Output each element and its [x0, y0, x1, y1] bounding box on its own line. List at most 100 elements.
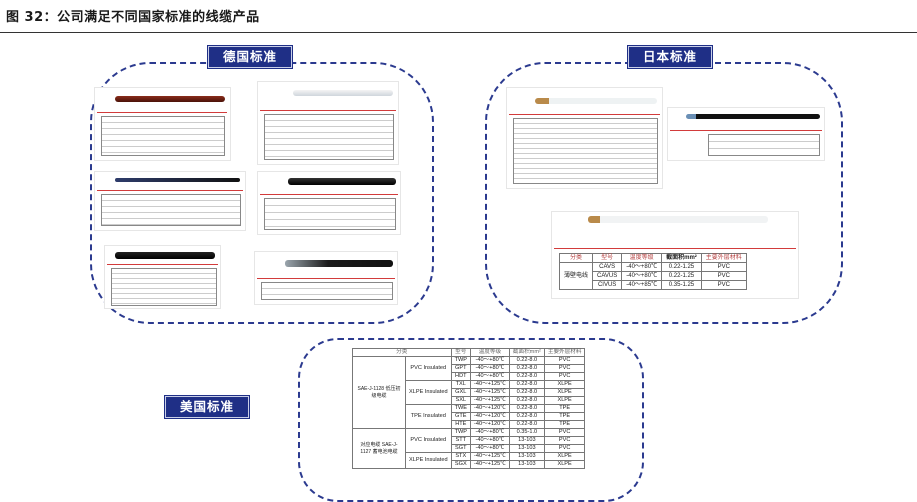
- temp-cell: -40～+125℃: [470, 388, 510, 397]
- spec-table-thumbnail: [101, 194, 241, 226]
- cable-image: [686, 114, 820, 119]
- model-cell: STT: [450, 436, 472, 445]
- spec-table-thumbnail: [111, 268, 217, 306]
- divider-line: [97, 190, 243, 191]
- de-product-card-3: [95, 172, 245, 230]
- temp-cell: -40～+120℃: [470, 420, 510, 429]
- japan-thin-wall-table: 分类 型号 温度等级 截面积mm² 主要外层材料 薄壁电线 CAVS -40～+…: [558, 253, 747, 290]
- header-material: 主要外层材料: [543, 348, 586, 357]
- model-cell: GXL: [450, 388, 472, 397]
- material-cell: PVC: [543, 372, 586, 381]
- spec-table-thumbnail: [264, 198, 396, 230]
- category-cell: 薄壁电线: [558, 262, 594, 290]
- header-category: 分类: [352, 348, 452, 357]
- material-cell: XLPE: [543, 460, 586, 469]
- section-cell: 13-103: [508, 436, 545, 445]
- jp-product-card-2: [668, 108, 824, 160]
- divider-line: [509, 114, 660, 115]
- section-cell: 0.22-8.0: [508, 404, 545, 413]
- title-divider: [0, 32, 917, 33]
- section-cell: 0.22-8.0: [508, 388, 545, 397]
- material-cell: PVC: [543, 364, 586, 373]
- temp-cell: -40～+120℃: [470, 404, 510, 413]
- temp-cell: -40～+120℃: [470, 412, 510, 421]
- figure-title: 图 32：公司满足不同国家标准的线缆产品: [6, 10, 260, 25]
- cable-image: [115, 252, 215, 259]
- section-cell: 0.22-8.0: [508, 380, 545, 389]
- model-cell: HTE: [450, 420, 472, 429]
- section-cell: 0.22-8.0: [508, 420, 545, 429]
- section-cell: 0.35-1.0: [508, 428, 545, 437]
- sae-1128-category: SAE-J-1128 低压初级电缆: [352, 356, 406, 429]
- de-product-card-6: [255, 252, 397, 304]
- divider-line: [260, 194, 398, 195]
- material-cell: XLPE: [543, 380, 586, 389]
- divider-line: [107, 264, 218, 265]
- de-product-card-5: [105, 246, 220, 308]
- divider-line: [670, 130, 822, 131]
- divider-line: [554, 248, 796, 249]
- model-cell: TWP: [450, 428, 472, 437]
- model-cell: GPT: [450, 364, 472, 373]
- model-cell: TWE: [450, 404, 472, 413]
- header-temperature: 温度等级: [470, 348, 510, 357]
- germany-standard-label: 德国标准: [208, 46, 293, 68]
- section-cell: 0.22-1.25: [661, 262, 702, 272]
- tpe-subcategory: TPE Insulated: [405, 404, 452, 429]
- temp-cell: -40～+80℃: [470, 364, 510, 373]
- header-cross-section: 截面积mm²: [661, 253, 702, 263]
- cable-image: [115, 178, 240, 182]
- section-cell: 0.22-8.0: [508, 364, 545, 373]
- header-model: 型号: [592, 253, 623, 263]
- temp-cell: -40～+125℃: [470, 380, 510, 389]
- temp-cell: -40～+125℃: [470, 396, 510, 405]
- model-cell: TWP: [450, 356, 472, 365]
- section-cell: 13-103: [508, 444, 545, 453]
- temp-cell: -40～+80℃: [470, 436, 510, 445]
- header-model: 型号: [450, 348, 472, 357]
- model-cell: TXL: [450, 380, 472, 389]
- xlpe-subcategory: XLPE Insulated: [405, 380, 452, 405]
- header-category: 分类: [558, 253, 594, 263]
- divider-line: [260, 110, 396, 111]
- section-cell: 13-103: [508, 460, 545, 469]
- section-cell: 0.22-8.0: [508, 356, 545, 365]
- material-cell: XLPE: [543, 396, 586, 405]
- temp-cell: -40～+80℃: [470, 428, 510, 437]
- cable-image: [293, 90, 393, 96]
- model-cell: HDT: [450, 372, 472, 381]
- model-cell: GTE: [450, 412, 472, 421]
- material-cell: PVC: [700, 280, 747, 290]
- spec-table-thumbnail: [513, 118, 658, 184]
- model-cell: CAVUS: [592, 271, 623, 281]
- cable-image: [285, 260, 393, 267]
- section-cell: 0.22-8.0: [508, 372, 545, 381]
- model-cell: SXL: [450, 396, 472, 405]
- sae-1127-category: 对应电缆 SAE-J-1127 蓄电池电缆: [352, 428, 406, 469]
- divider-line: [97, 112, 227, 113]
- header-cross-section: 截面积mm²: [508, 348, 545, 357]
- cable-image: [535, 98, 657, 104]
- temp-cell: -40～+80℃: [621, 262, 663, 272]
- temp-cell: -40～+85℃: [621, 280, 663, 290]
- header-material: 主要外层材料: [700, 253, 747, 263]
- material-cell: PVC: [700, 262, 747, 272]
- temp-cell: -40～+80℃: [470, 444, 510, 453]
- material-cell: TPE: [543, 420, 586, 429]
- cable-image: [588, 216, 768, 223]
- material-cell: TPE: [543, 412, 586, 421]
- model-cell: SGX: [450, 460, 472, 469]
- section-cell: 13-103: [508, 452, 545, 461]
- japan-standard-label: 日本标准: [628, 46, 713, 68]
- material-cell: XLPE: [543, 388, 586, 397]
- temp-cell: -40～+80℃: [470, 356, 510, 365]
- spec-table-thumbnail: [261, 282, 393, 300]
- material-cell: PVC: [543, 444, 586, 453]
- section-cell: 0.22-8.0: [508, 412, 545, 421]
- material-cell: XLPE: [543, 452, 586, 461]
- section-cell: 0.35-1.25: [661, 280, 702, 290]
- model-cell: CAVS: [592, 262, 623, 272]
- model-cell: STX: [450, 452, 472, 461]
- temp-cell: -40～+80℃: [470, 372, 510, 381]
- spec-table-thumbnail: [708, 134, 820, 156]
